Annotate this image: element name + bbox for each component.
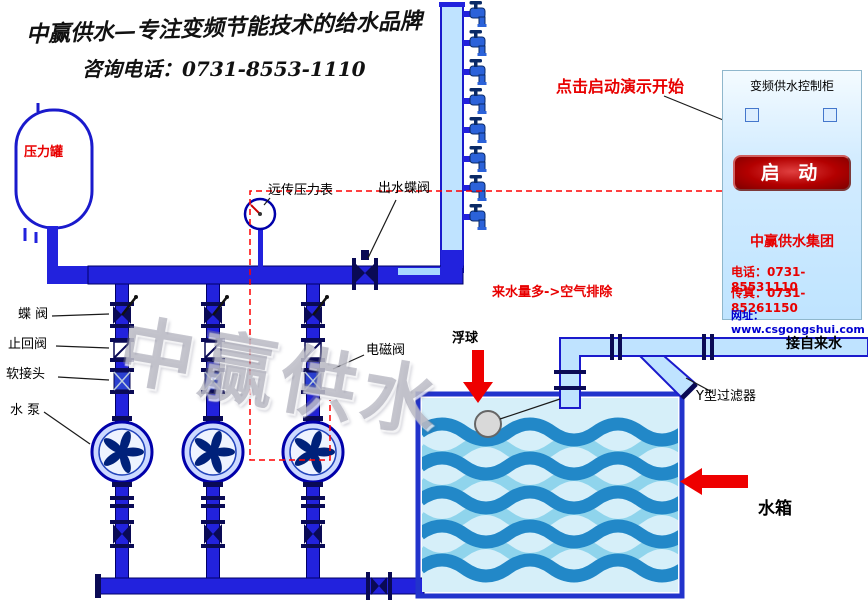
indicator-light-1 — [745, 108, 759, 122]
faucet-icon — [462, 145, 487, 173]
consult-phone: 咨询电话：0731-8553-1110 — [82, 57, 366, 81]
cabinet-website: 网址：www.csgongshui.com — [731, 309, 865, 336]
note-air-exhaust: 来水量多->空气排除 — [492, 285, 613, 300]
water-tank-arrow — [680, 468, 748, 495]
float-ball-arrow — [463, 350, 493, 403]
water-tank-box — [415, 391, 685, 599]
label-water-pump: 水 泵 — [10, 403, 41, 418]
label-float-ball: 浮球 — [452, 331, 479, 346]
float-ball-symbol — [474, 410, 502, 438]
start-button[interactable]: 启 动 — [733, 155, 851, 191]
faucet-row — [462, 0, 487, 231]
faucet-icon — [462, 87, 487, 115]
riser-pipe — [439, 2, 465, 273]
pressure-gauge — [243, 197, 277, 268]
inlet-pipe — [554, 334, 868, 409]
label-soft-joint: 软接头 — [6, 367, 46, 382]
pump-column-1 — [90, 282, 154, 582]
faucet-icon — [462, 29, 487, 57]
cabinet-fax: 传真：0731-85261150 — [731, 286, 806, 315]
label-butterfly-valve: 蝶 阀 — [18, 307, 49, 322]
faucet-icon — [462, 0, 487, 28]
discharge-manifold-pipe — [87, 250, 464, 285]
faucet-icon — [462, 174, 487, 202]
label-remote-pressure-gauge: 远传压力表 — [268, 183, 334, 198]
leader-lines — [43, 95, 729, 445]
label-pressure-tank: 压力罐 — [24, 145, 64, 160]
label-outlet-butterfly-valve: 出水蝶阀 — [378, 181, 431, 196]
outlet-butterfly-valve-symbol — [352, 250, 378, 290]
cabinet-tel: 电话：0731-85531110 — [731, 265, 806, 294]
faucet-icon — [462, 203, 487, 231]
pressure-tank-vessel — [14, 103, 94, 284]
label-y-filter: Y型过滤器 — [696, 389, 756, 404]
faucet-icon — [462, 116, 487, 144]
suction-manifold-pipe — [95, 572, 425, 600]
control-cabinet-panel: 变频供水控制柜 启 动 中赢供水集团 电话：0731-85531110 传真：0… — [722, 70, 865, 336]
label-tap-water-inlet: 接自来水 — [786, 336, 842, 352]
cabinet-company: 中赢供水集团 — [750, 234, 834, 250]
faucet-icon — [462, 58, 487, 86]
cabinet-title: 变频供水控制柜 — [749, 79, 834, 93]
label-check-valve: 止回阀 — [8, 337, 48, 352]
indicator-light-2 — [823, 108, 837, 122]
pump-column-2 — [181, 282, 245, 582]
note-click-start-demo: 点击启动演示开始 — [556, 77, 685, 96]
control-wiring-dashed — [249, 190, 722, 461]
label-solenoid-valve: 电磁阀 — [366, 343, 406, 358]
label-water-tank: 水箱 — [758, 499, 792, 519]
pump-column-3 — [281, 282, 345, 582]
